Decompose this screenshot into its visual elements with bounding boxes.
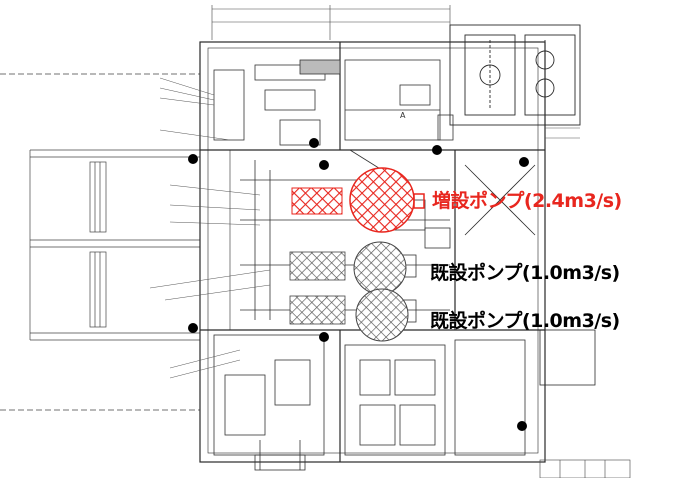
new-pump-motor-hatch (291, 187, 343, 215)
annotation-leaders (149, 77, 580, 379)
marker-3 (319, 160, 329, 170)
existing-pump-2 (289, 288, 409, 342)
lower-rooms (213, 334, 526, 471)
new-pump-hatch (349, 167, 415, 233)
top-dimension-line (211, 5, 451, 40)
settling-tank (449, 24, 581, 126)
marker-4 (432, 145, 442, 155)
title-block (539, 459, 631, 478)
marker-7 (319, 332, 329, 342)
survey-markers (188, 138, 529, 431)
marker-8 (517, 421, 527, 431)
marker-5 (519, 157, 529, 167)
marker-2 (188, 154, 198, 164)
marker-6 (188, 323, 198, 333)
existing-pump-1 (289, 241, 407, 295)
right-wing (454, 149, 596, 386)
new-pump (291, 167, 425, 233)
room-a-label: A (400, 111, 406, 120)
marker-1 (309, 138, 319, 148)
new-pump-callout: 増設ポンプ(2.4m3/s) (432, 190, 622, 212)
existing-pump-1-callout: 既設ポンプ(1.0m3/s) (430, 262, 620, 284)
upper-equipment (213, 59, 454, 146)
left-channel (0, 73, 200, 411)
existing-pump-2-callout: 既設ポンプ(1.0m3/s) (430, 310, 620, 332)
